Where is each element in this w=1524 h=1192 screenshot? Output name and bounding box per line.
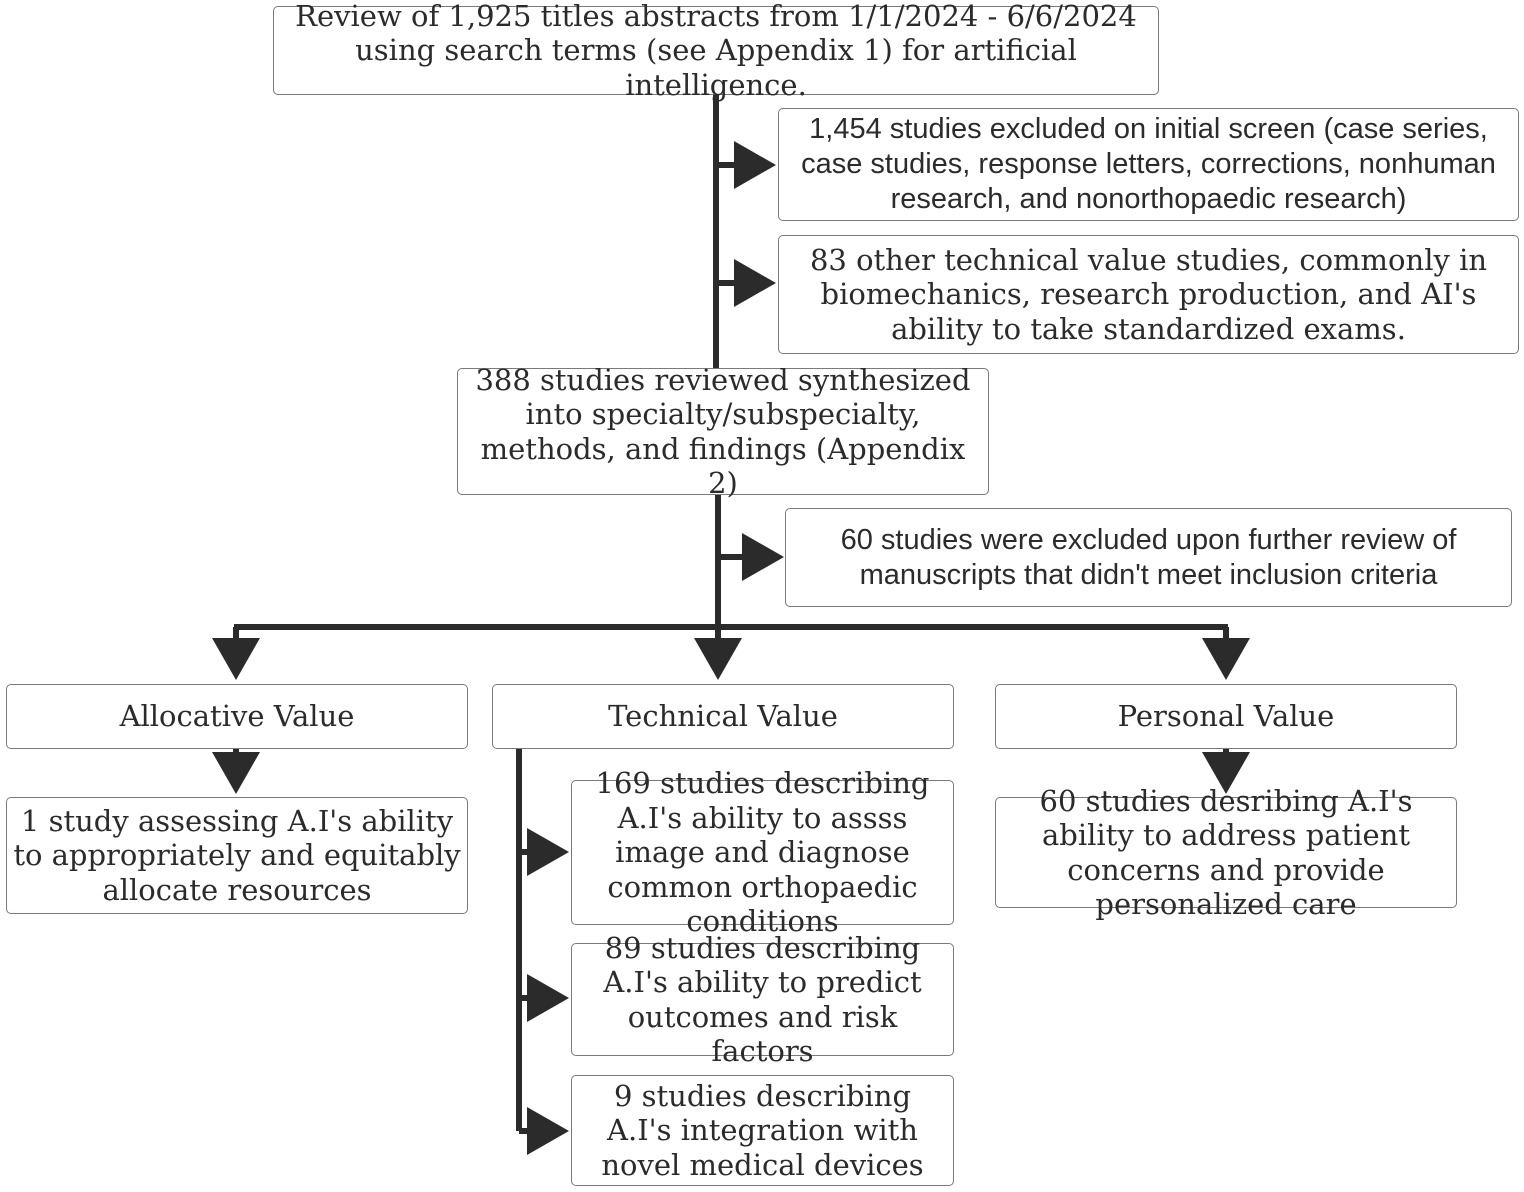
allocative-item-text: 1 study assessing A.I's ability to appro…: [13, 803, 461, 907]
technical-item-text-2: 89 studies describing A.I's ability to p…: [603, 930, 922, 1069]
technical-value-title: Technical Value: [608, 699, 838, 734]
technical-item-text-1: 169 studies describing A.I's ability to …: [595, 766, 930, 939]
personal-item-text: 60 studies desribing A.I's ability to ad…: [1039, 783, 1413, 922]
allocative-value-title: Allocative Value: [119, 699, 355, 734]
allocative-item-box: 1 study assessing A.I's ability to appro…: [6, 797, 468, 914]
review-text: Review of 1,925 titles abstracts from 1/…: [295, 0, 1137, 102]
other-technical-text: 83 other technical value studies, common…: [809, 242, 1488, 346]
excluded-further-text: 60 studies were excluded upon further re…: [840, 523, 1457, 591]
technical-item-box-1: 169 studies describing A.I's ability to …: [571, 766, 954, 938]
personal-item-box: 60 studies desribing A.I's ability to ad…: [995, 784, 1457, 921]
excluded-further-box: 60 studies were excluded upon further re…: [785, 508, 1512, 607]
technical-item-box-2: 89 studies describing A.I's ability to p…: [571, 931, 954, 1068]
reviewed-box: 388 studies reviewed synthesized into sp…: [457, 363, 989, 500]
excluded-initial-text: 1,454 studies excluded on initial screen…: [801, 113, 1496, 215]
personal-value-title: Personal Value: [1117, 699, 1335, 734]
excluded-initial-box: 1,454 studies excluded on initial screen…: [778, 108, 1519, 221]
review-box: Review of 1,925 titles abstracts from 1/…: [273, 0, 1159, 102]
technical-value-box: Technical Value: [492, 684, 954, 749]
reviewed-text: 388 studies reviewed synthesized into sp…: [475, 362, 971, 501]
technical-item-text-3: 9 studies describing A.I's integration w…: [601, 1078, 924, 1182]
other-technical-box: 83 other technical value studies, common…: [778, 235, 1519, 354]
personal-value-box: Personal Value: [995, 684, 1457, 749]
allocative-value-box: Allocative Value: [6, 684, 468, 749]
technical-item-box-3: 9 studies describing A.I's integration w…: [571, 1075, 954, 1186]
